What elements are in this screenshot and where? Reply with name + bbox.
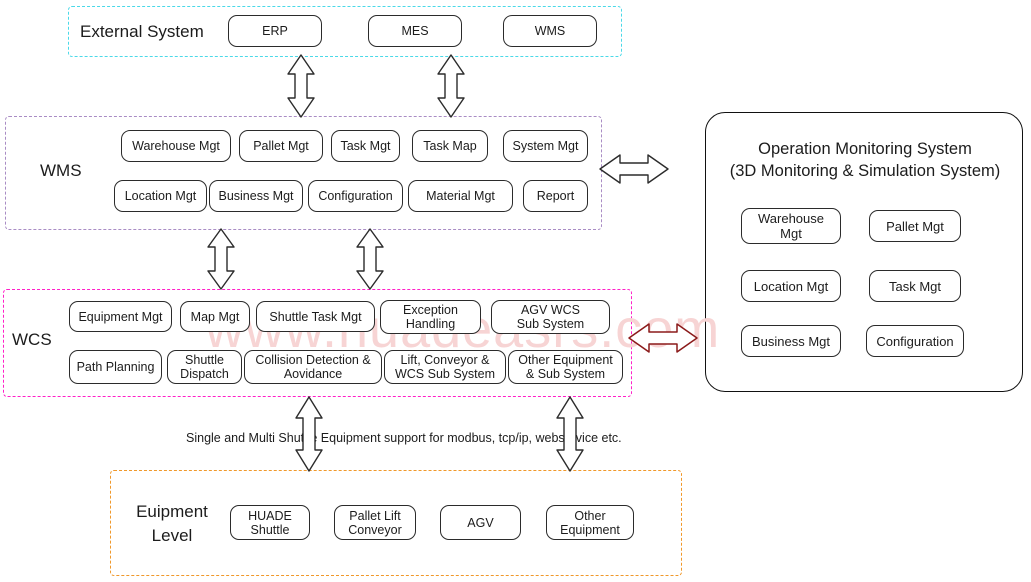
- equipment-module-pallet-lift-conveyor[interactable]: Pallet Lift Conveyor: [334, 505, 416, 540]
- wcs-module-other-equipment-sub-system[interactable]: Other Equipment & Sub System: [508, 350, 623, 384]
- wms-module-report[interactable]: Report: [523, 180, 588, 212]
- oms-module-pallet-mgt[interactable]: Pallet Mgt: [869, 210, 961, 242]
- equipment-module-agv[interactable]: AGV: [440, 505, 521, 540]
- arrow-wcs-to-equipment-left: [294, 396, 324, 472]
- oms-module-business-mgt[interactable]: Business Mgt: [741, 325, 841, 357]
- wms-module-pallet-mgt[interactable]: Pallet Mgt: [239, 130, 323, 162]
- wcs-module-agv-wcs-sub-system[interactable]: AGV WCS Sub System: [491, 300, 610, 334]
- external-system-label: External System: [80, 22, 204, 41]
- external-module-mes[interactable]: MES: [368, 15, 462, 47]
- wms-module-system-mgt[interactable]: System Mgt: [503, 130, 588, 162]
- wms-module-task-mgt[interactable]: Task Mgt: [331, 130, 400, 162]
- wms-module-location-mgt[interactable]: Location Mgt: [114, 180, 207, 212]
- wms-label: WMS: [40, 161, 82, 180]
- equipment-module-huade-shuttle[interactable]: HUADE Shuttle: [230, 505, 310, 540]
- arrow-wms-to-wcs-right: [355, 228, 385, 290]
- arrow-wms-to-wcs-left: [206, 228, 236, 290]
- wcs-zone: [3, 289, 632, 397]
- operation-monitoring-system-title: Operation Monitoring System (3D Monitori…: [729, 140, 1001, 180]
- wcs-module-exception-handling[interactable]: Exception Handling: [380, 300, 481, 334]
- protocol-note: Single and Multi Shuttle Equipment suppo…: [186, 431, 622, 445]
- arrow-wms-to-oms: [599, 153, 669, 185]
- oms-module-task-mgt[interactable]: Task Mgt: [869, 270, 961, 302]
- wms-module-material-mgt[interactable]: Material Mgt: [408, 180, 513, 212]
- arrow-wcs-to-equipment-right: [555, 396, 585, 472]
- wms-module-configuration[interactable]: Configuration: [308, 180, 403, 212]
- wms-module-warehouse-mgt[interactable]: Warehouse Mgt: [121, 130, 231, 162]
- wcs-module-collision-detection-avoidance[interactable]: Collision Detection & Aovidance: [244, 350, 382, 384]
- external-module-wms[interactable]: WMS: [503, 15, 597, 47]
- wcs-module-shuttle-dispatch[interactable]: Shuttle Dispatch: [167, 350, 242, 384]
- equipment-level-zone: [110, 470, 682, 576]
- external-system-zone: [68, 6, 622, 57]
- arrow-external-to-wms-right: [436, 54, 466, 118]
- wcs-module-lift-conveyor-wcs-sub-system[interactable]: Lift, Conveyor & WCS Sub System: [384, 350, 506, 384]
- wcs-module-shuttle-task-mgt[interactable]: Shuttle Task Mgt: [256, 301, 375, 332]
- wms-zone: [5, 116, 602, 230]
- equipment-level-label: Euipment Level: [136, 502, 208, 545]
- oms-module-configuration[interactable]: Configuration: [866, 325, 964, 357]
- arrow-external-to-wms-left: [286, 54, 316, 118]
- wcs-module-path-planning[interactable]: Path Planning: [69, 350, 162, 384]
- wcs-label: WCS: [12, 330, 52, 349]
- arrow-wcs-to-oms: [628, 322, 698, 354]
- wms-module-task-map[interactable]: Task Map: [412, 130, 488, 162]
- wms-module-business-mgt[interactable]: Business Mgt: [209, 180, 303, 212]
- equipment-module-other-equipment[interactable]: Other Equipment: [546, 505, 634, 540]
- oms-module-location-mgt[interactable]: Location Mgt: [741, 270, 841, 302]
- oms-module-warehouse-mgt[interactable]: Warehouse Mgt: [741, 208, 841, 244]
- wcs-module-equipment-mgt[interactable]: Equipment Mgt: [69, 301, 172, 332]
- external-module-erp[interactable]: ERP: [228, 15, 322, 47]
- wcs-module-map-mgt[interactable]: Map Mgt: [180, 301, 250, 332]
